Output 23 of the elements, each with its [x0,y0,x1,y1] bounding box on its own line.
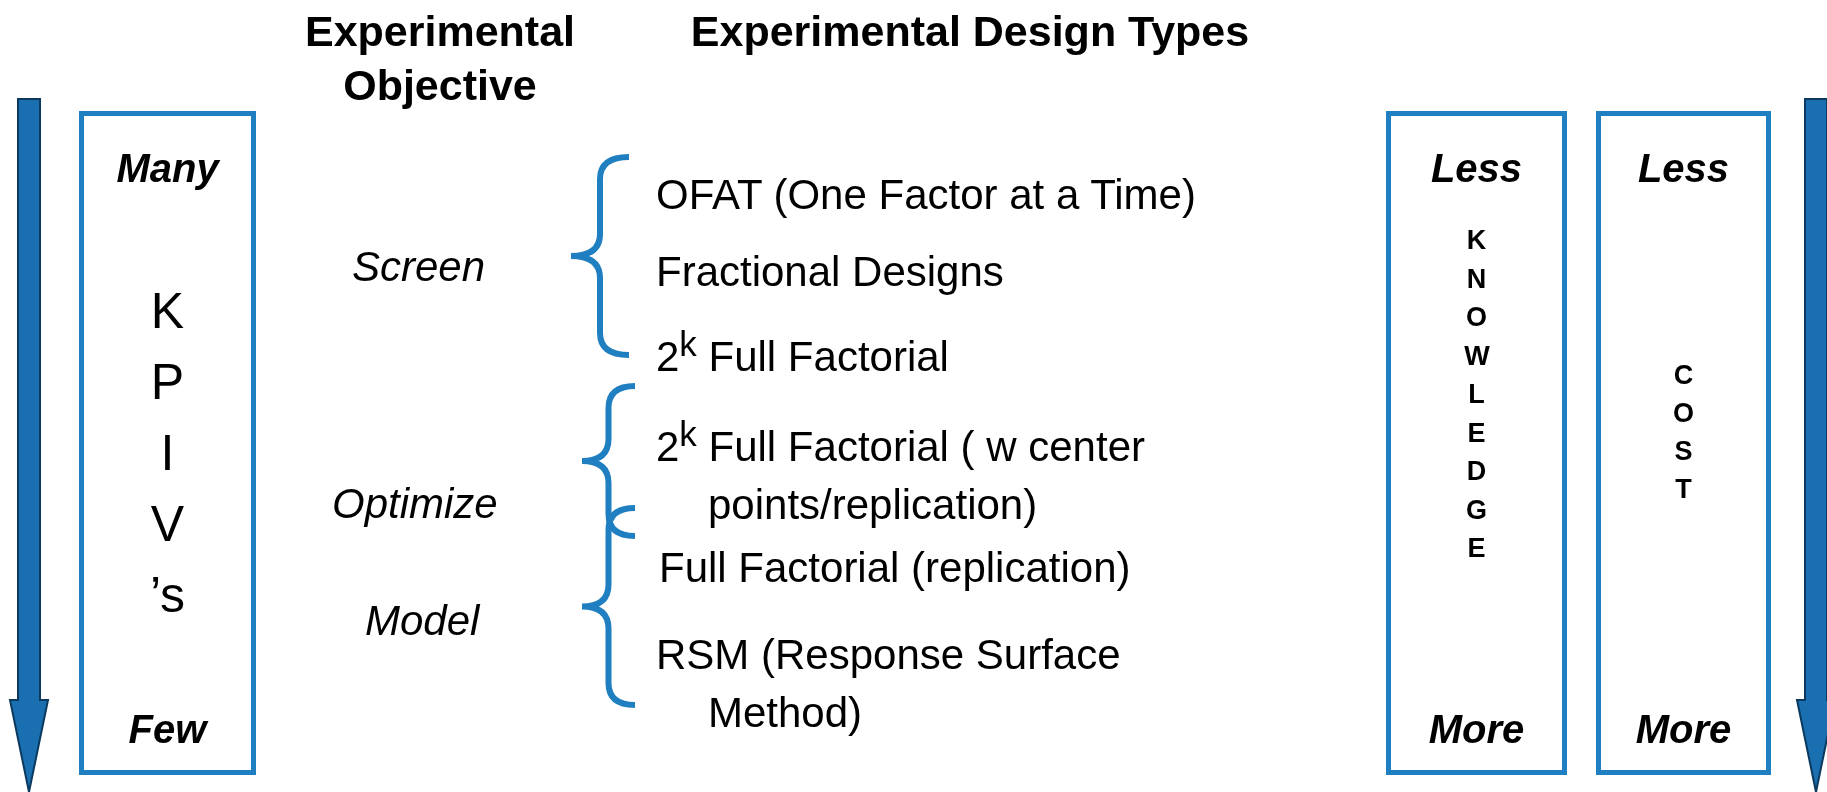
scale-label: Many [115,146,221,191]
vertical-text: C O S T [1672,359,1695,506]
design-type-text: 2$^{k}$ Full Factorial ( w center points/replication) [656,413,1146,530]
objective-text: Model [365,596,480,646]
design-type-text: 2$^{k}$ Full Factorial [656,323,949,382]
scale-box [1596,111,1771,775]
scale-box [1386,111,1567,775]
column-heading: Experimental Objective [303,6,577,111]
column-heading: Experimental Design Types [689,6,1251,57]
scale-label: More [1427,707,1526,752]
design-type-text: RSM (Response Surface Method) [656,630,1122,738]
objective-text: Screen [352,242,486,292]
scale-box [79,111,256,775]
vertical-text: K N O W L E D G E [1464,224,1489,565]
scale-label: More [1634,707,1733,752]
design-type-text: OFAT (One Factor at a Time) [656,170,1196,220]
scale-label: Less [1429,146,1524,191]
design-type-text: Fractional Designs [656,247,1004,297]
objective-text: Optimize [332,479,498,529]
vertical-text: K P I V ’s [148,282,187,625]
scale-label: Few [127,707,210,752]
design-type-text: Full Factorial (replication) [659,543,1131,593]
scale-label: Less [1636,146,1731,191]
